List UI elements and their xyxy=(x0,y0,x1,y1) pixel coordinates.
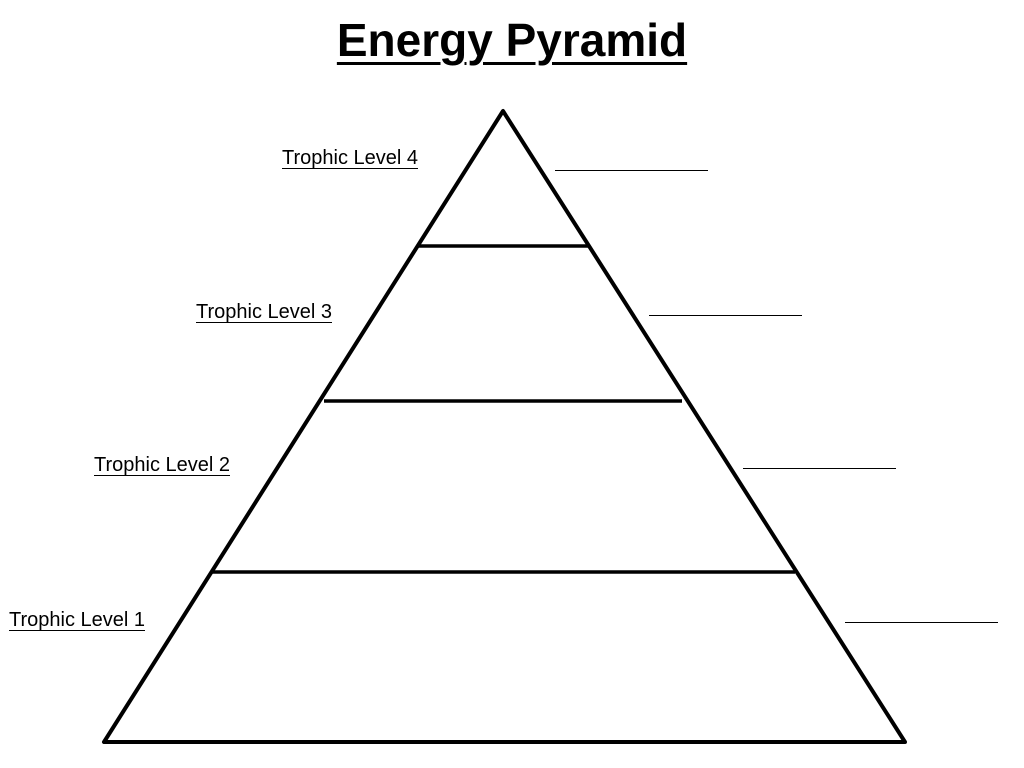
pyramid-outline xyxy=(102,109,907,744)
answer-line-level-4[interactable] xyxy=(555,170,708,171)
trophic-level-3-label: Trophic Level 3 xyxy=(196,301,332,323)
answer-line-level-2[interactable] xyxy=(743,468,896,469)
answer-line-level-1[interactable] xyxy=(845,622,998,623)
page-title-text: Energy Pyramid xyxy=(336,14,688,66)
trophic-level-4-label: Trophic Level 4 xyxy=(282,147,418,169)
page-title: Energy Pyramid xyxy=(0,10,1024,70)
trophic-level-1-label: Trophic Level 1 xyxy=(9,609,145,631)
answer-line-level-3[interactable] xyxy=(649,315,802,316)
trophic-level-2-label: Trophic Level 2 xyxy=(94,454,230,476)
